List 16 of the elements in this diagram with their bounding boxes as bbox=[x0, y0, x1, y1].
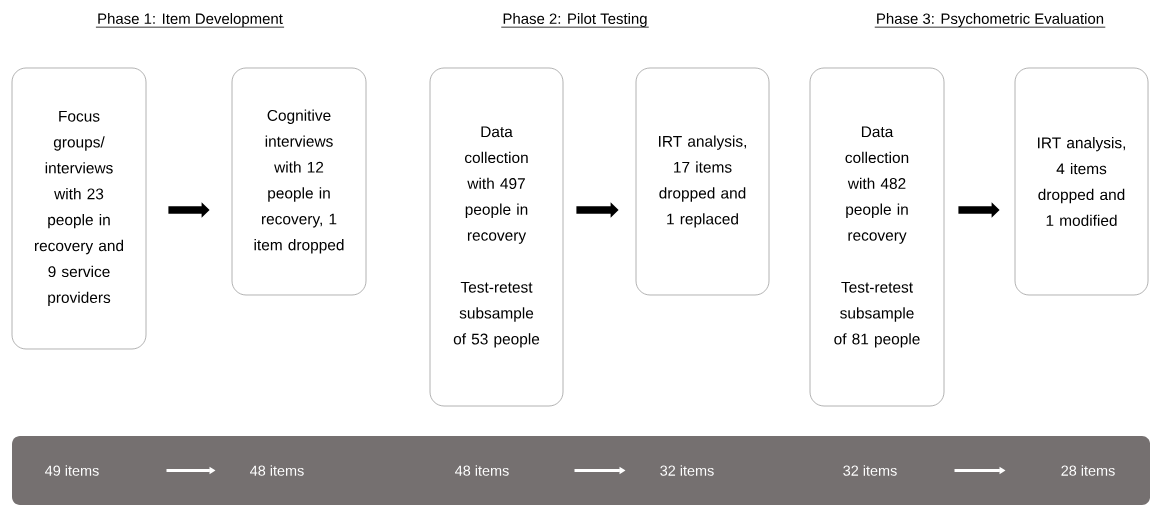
item-count-band bbox=[12, 436, 1150, 505]
process-box: IRT analysis, 17 items dropped and 1 replaced bbox=[635, 67, 770, 296]
item-count: 49 items bbox=[45, 465, 99, 476]
process-box: IRT analysis, 4 items dropped and 1 modified bbox=[1014, 67, 1149, 296]
item-count: 48 items bbox=[250, 465, 304, 476]
item-count: 32 items bbox=[660, 465, 714, 476]
phase-title: Phase 1: Item Development bbox=[95, 13, 285, 28]
item-count: 28 items bbox=[1061, 465, 1115, 476]
process-box: Focus groups/ interviews with 23 people in recovery and 9 service providers bbox=[11, 67, 147, 350]
phase-title: Phase 3: Psychometric Evaluation bbox=[874, 13, 1106, 28]
item-count: 32 items bbox=[843, 465, 897, 476]
item-count: 48 items bbox=[455, 465, 509, 476]
process-box: Data collection with 497 people in recovery Test-retest subsample of 53 people bbox=[429, 67, 564, 407]
process-box: Cognitive interviews with 12 people in recovery, 1 item dropped bbox=[231, 67, 367, 296]
phase-title: Phase 2: Pilot Testing bbox=[500, 13, 650, 28]
process-box: Data collection with 482 people in recovery Test-retest subsample of 81 people bbox=[809, 67, 945, 407]
